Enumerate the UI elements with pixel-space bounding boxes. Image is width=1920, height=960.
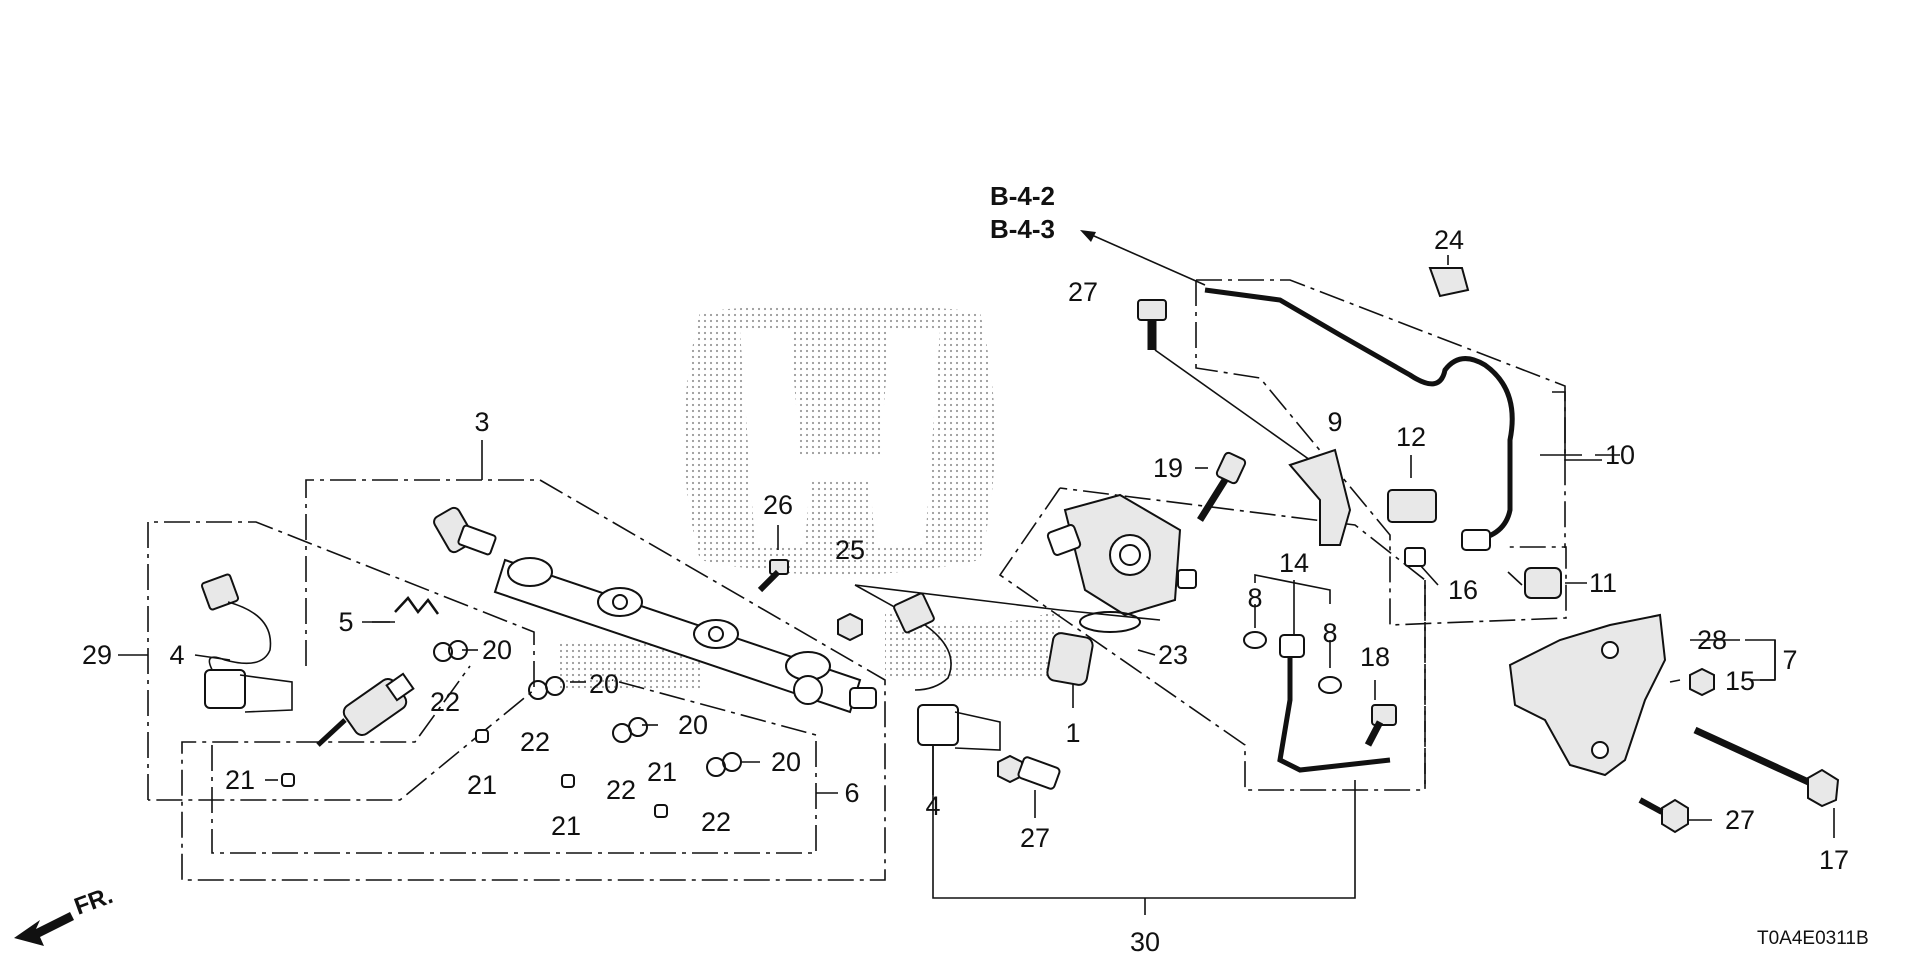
callout-5[interactable]: 5 [338, 607, 353, 637]
callout-27-mid[interactable]: 27 [1020, 823, 1050, 853]
callout-22-b[interactable]: 22 [520, 727, 550, 757]
callout-4-left[interactable]: 4 [169, 640, 184, 670]
connector-1 [1046, 632, 1094, 686]
bolt-27-top [1137, 299, 1167, 350]
fuel-feed-pipe-10 [1204, 287, 1515, 551]
callout-8-b[interactable]: 8 [1322, 618, 1337, 648]
bracket-9 [1288, 448, 1352, 546]
callout-17[interactable]: 17 [1819, 845, 1849, 875]
callout-22-a[interactable]: 22 [430, 687, 460, 717]
callout-14[interactable]: 14 [1279, 548, 1309, 578]
callout-4-right[interactable]: 4 [925, 791, 940, 821]
callout-25[interactable]: 25 [835, 535, 865, 565]
callout-12[interactable]: 12 [1396, 422, 1426, 452]
pump-base-bracket [1508, 613, 1667, 777]
callout-20-d[interactable]: 20 [771, 747, 801, 777]
callout-20-c[interactable]: 20 [678, 710, 708, 740]
clip-24 [1428, 267, 1470, 298]
connector-11 [1507, 567, 1562, 599]
callout-15[interactable]: 15 [1725, 666, 1755, 696]
fuel-rail [493, 557, 877, 714]
stud-bolt-17 [1693, 726, 1840, 808]
bolt-19 [1197, 451, 1247, 522]
callout-16[interactable]: 16 [1448, 575, 1478, 605]
bolt-27-mid [997, 754, 1061, 790]
clip [394, 596, 440, 615]
callout-28[interactable]: 28 [1697, 625, 1727, 655]
callout-30[interactable]: 30 [1130, 927, 1160, 957]
bolt-26 [757, 559, 789, 593]
callout-1[interactable]: 1 [1065, 718, 1080, 748]
callout-23[interactable]: 23 [1158, 640, 1188, 670]
callout-3[interactable]: 3 [474, 407, 489, 437]
callout-21-c[interactable]: 21 [551, 811, 581, 841]
nut-15 [1689, 667, 1715, 697]
callout-22-c[interactable]: 22 [606, 775, 636, 805]
bolt-27-right [1638, 797, 1689, 834]
callout-21-b[interactable]: 21 [467, 770, 497, 800]
callout-10[interactable]: 10 [1605, 440, 1635, 470]
callout-20-b[interactable]: 20 [589, 669, 619, 699]
callout-27-top[interactable]: 27 [1068, 277, 1098, 307]
callout-27-right[interactable]: 27 [1725, 805, 1755, 835]
callout-22-d[interactable]: 22 [701, 807, 731, 837]
callout-19[interactable]: 19 [1153, 453, 1183, 483]
injector-harness-right [893, 592, 1001, 751]
reference-link-b-4-3[interactable]: B-4-3 [990, 214, 1055, 244]
callout-11[interactable]: 11 [1589, 568, 1617, 598]
callout-6[interactable]: 6 [844, 778, 859, 808]
callout-20-a[interactable]: 20 [482, 635, 512, 665]
brand-watermark-logo [560, 304, 1060, 690]
callout-8-a[interactable]: 8 [1247, 583, 1262, 613]
high-pressure-fuel-pump [1046, 493, 1197, 617]
connector-12 [1387, 489, 1437, 523]
o-ring-8 [1243, 631, 1342, 694]
front-label: FR. [71, 882, 117, 921]
callout-21-a[interactable]: 21 [225, 765, 255, 795]
fuel-pressure-sensor [433, 506, 497, 556]
callout-21-d[interactable]: 21 [647, 757, 677, 787]
injector-harness-left [200, 573, 293, 713]
reference-link-b-4-2[interactable]: B-4-2 [990, 181, 1055, 211]
diagram-code: T0A4E0311B [1757, 928, 1869, 949]
grommet-16 [1404, 547, 1426, 567]
callout-18[interactable]: 18 [1360, 642, 1390, 672]
fuel-injector-left [316, 672, 415, 747]
seal-rings [281, 640, 742, 818]
fuel-pipe-14 [1277, 634, 1391, 773]
nut-25 [837, 612, 863, 642]
callout-labels: 3 29 4 5 20 20 20 20 22 22 22 22 21 21 2… [82, 225, 1849, 957]
o-ring-23 [1079, 611, 1141, 633]
bolt-18 [1364, 704, 1397, 747]
callout-7[interactable]: 7 [1782, 645, 1797, 675]
callout-9[interactable]: 9 [1327, 407, 1342, 437]
front-indicator: FR. [14, 882, 116, 946]
callout-26[interactable]: 26 [763, 490, 793, 520]
callout-24[interactable]: 24 [1434, 225, 1464, 255]
callout-29[interactable]: 29 [82, 640, 112, 670]
group-outlines [147, 279, 1567, 881]
